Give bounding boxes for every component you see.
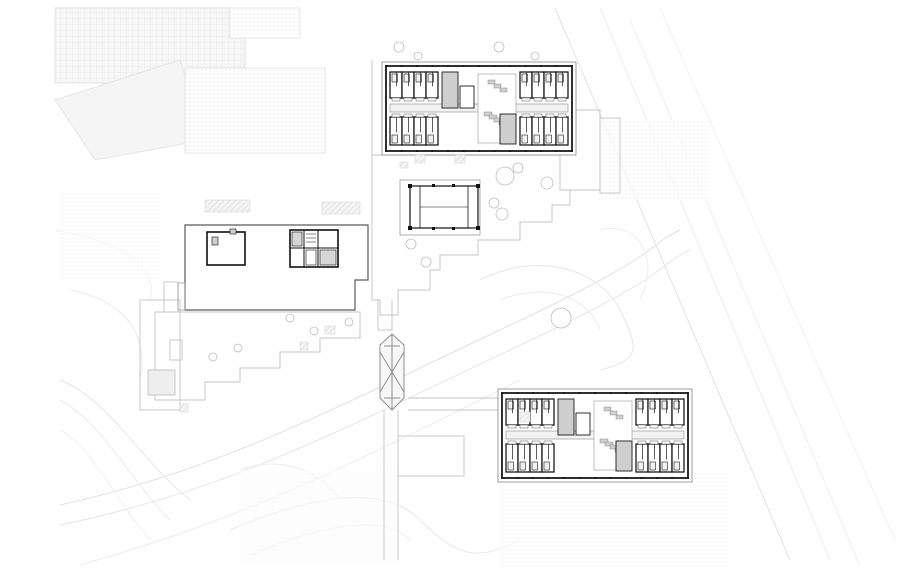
tree [530,51,540,61]
road-curve-2 [59,249,691,526]
tree [495,207,509,221]
south-residential-block [497,388,693,483]
context-garden-nw [184,67,326,154]
tree [488,197,500,209]
paving-patches [179,154,531,423]
tree [550,307,572,329]
central-hall [177,224,369,311]
terrace-west-annex [139,299,181,411]
site-terraces [139,60,621,560]
tree [208,352,218,362]
landscape-trees [208,41,572,362]
tree [285,313,295,323]
tree [495,166,515,186]
tree [512,162,524,174]
tree [413,51,423,61]
context-landscape [54,7,896,570]
tree [344,317,354,327]
road-curve-1 [59,229,681,506]
path-north-south [377,300,393,331]
tree [493,41,505,53]
tree [405,238,417,250]
tree [233,343,243,353]
north-residential-block [381,61,577,156]
tree [309,326,319,336]
tree [540,176,554,190]
tree [393,41,405,53]
terrace-outline-central [371,154,571,316]
terrace-outline-west [154,311,361,401]
footbridge [379,333,405,411]
tree [420,256,432,268]
courtyard-pavilion [399,179,481,236]
boundary-line-east [554,7,791,561]
